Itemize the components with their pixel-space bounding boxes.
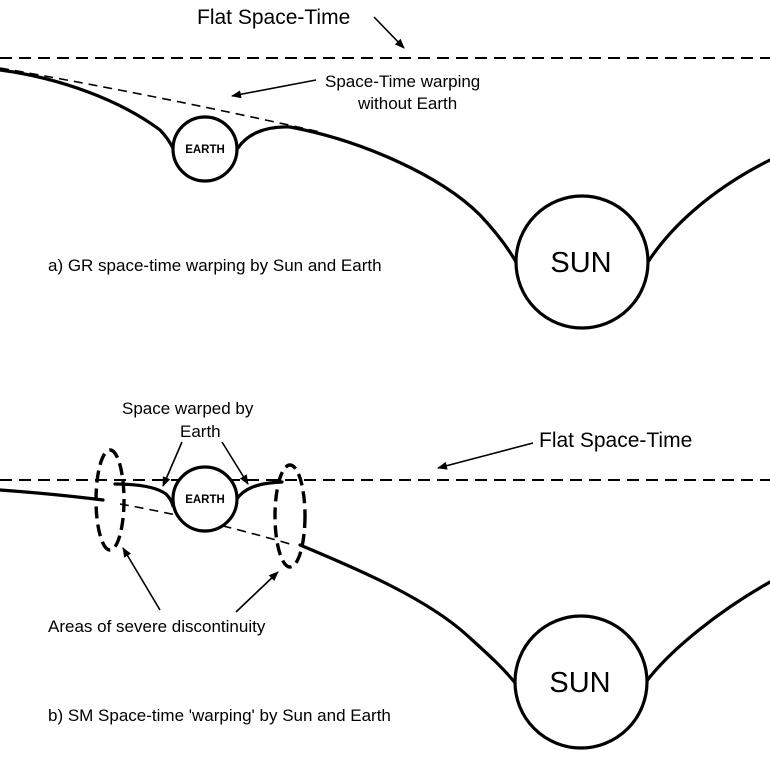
panel-b-earth-circle — [171, 465, 239, 533]
panel-b-flat-spacetime-label: Flat Space-Time — [539, 429, 692, 452]
panel-b-sun-label: SUN — [549, 667, 610, 699]
panel-b-caption: b) SM Space-time 'warping' by Sun and Ea… — [48, 706, 391, 725]
panel-a-warp-label-line1: Space-Time warping — [325, 72, 480, 91]
panel-b-sun-circle — [513, 614, 649, 750]
panel-b: EARTH SUN Space warped by Earth Flat Spa… — [0, 399, 770, 750]
panel-a-sun-label: SUN — [550, 247, 611, 279]
panel-a-earth-label: EARTH — [185, 144, 225, 156]
panel-b-left-discontinuity-ellipse — [94, 448, 126, 552]
panel-a-caption: a) GR space-time warping by Sun and Eart… — [48, 256, 382, 275]
panel-b-hidden-warp-line — [119, 503, 291, 545]
panel-a-flat-arrow — [373, 16, 405, 49]
panel-a: EARTH SUN Flat Space-Time Space-Time war… — [0, 6, 770, 330]
panel-b-flat-arrow — [437, 442, 534, 470]
panel-a-warp-label-line2: without Earth — [357, 94, 457, 113]
panel-b-right-discontinuity-ellipse — [273, 463, 307, 569]
panel-b-spacetime-curve-left — [0, 488, 105, 502]
panel-b-spacetime-curve-far-right — [644, 580, 770, 684]
panel-b-earth-label: EARTH — [185, 494, 225, 506]
panel-a-sun-circle — [514, 194, 650, 330]
panel-a-earth-circle — [171, 115, 239, 183]
panel-b-space-warped-label-line1: Space warped by — [122, 399, 254, 418]
panel-b-discontinuity-arrow-right — [235, 571, 279, 613]
panel-a-spacetime-curve-left — [0, 68, 518, 264]
panel-b-discontinuity-arrow-left — [122, 547, 161, 611]
panel-a-warp-without-earth-line — [0, 67, 321, 133]
panel-a-flat-spacetime-label: Flat Space-Time — [197, 6, 350, 29]
panel-b-spacetime-curve-right — [298, 543, 518, 686]
panel-b-space-warped-arrow-left — [162, 441, 183, 487]
panel-b-discontinuity-label: Areas of severe discontinuity — [48, 617, 266, 636]
panel-b-space-warped-arrow-right — [221, 441, 249, 485]
panel-a-spacetime-curve-right — [646, 158, 770, 264]
panel-a-warp-arrow — [231, 79, 317, 99]
panel-b-space-warped-label-line2: Earth — [180, 422, 221, 441]
